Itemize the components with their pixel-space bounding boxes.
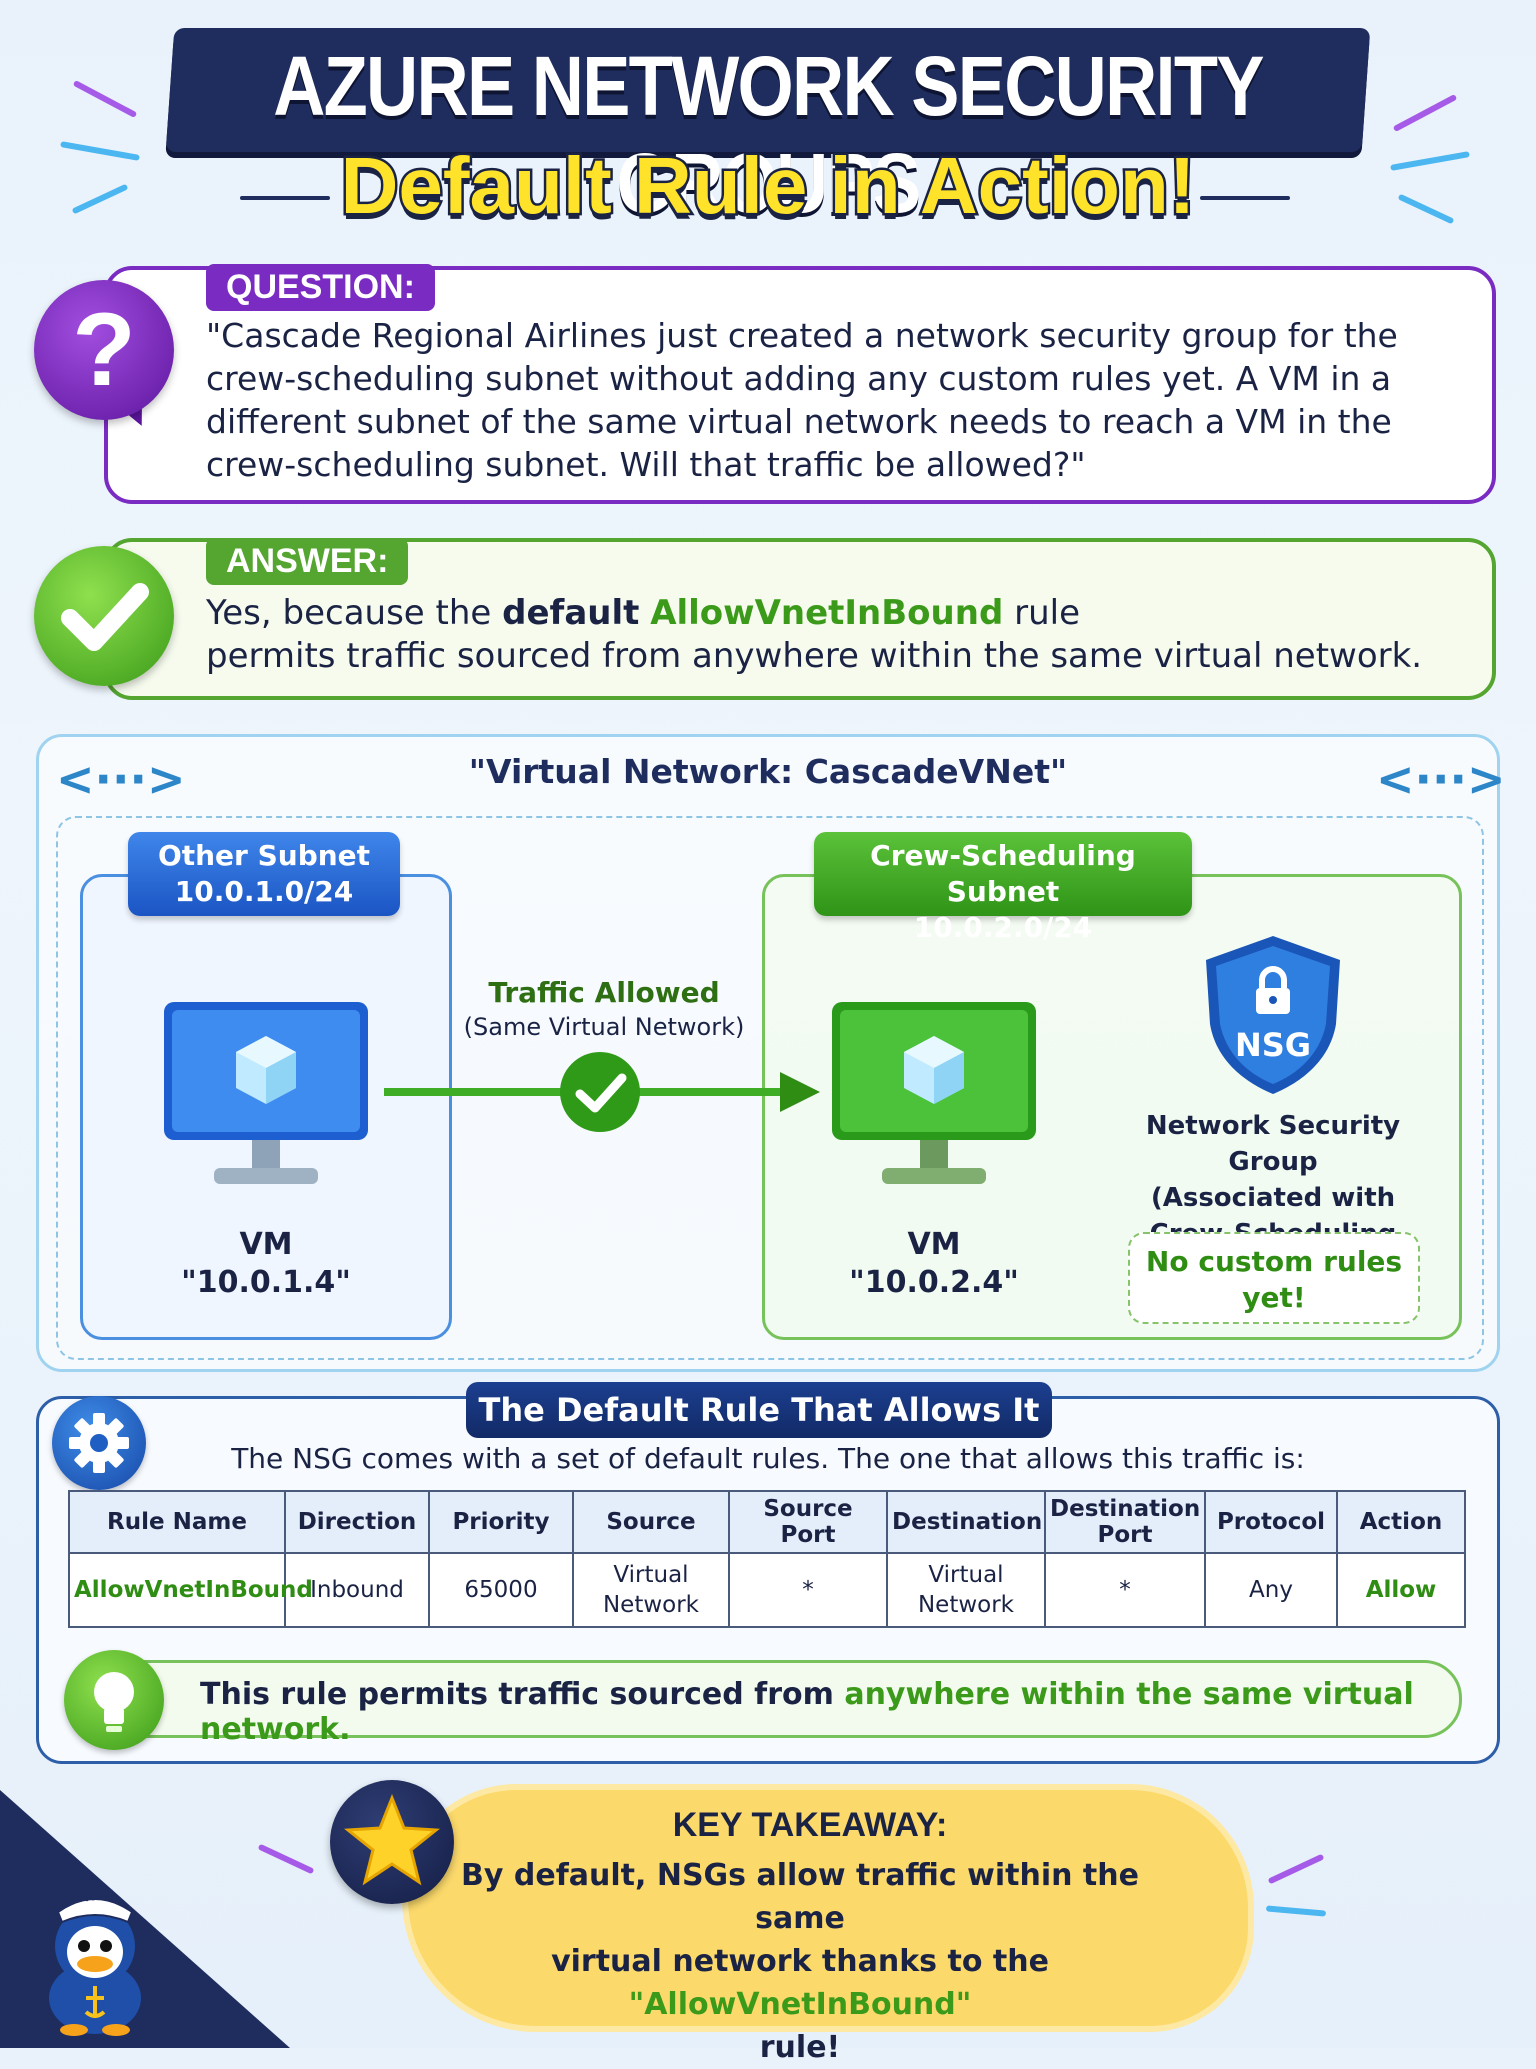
right-vm-name: VM (907, 1227, 961, 1262)
traffic-label: Traffic Allowed (Same Virtual Network) (462, 976, 746, 1041)
crew-subnet-name: Crew-Scheduling Subnet (870, 839, 1136, 908)
vnet-code-icon: <···> (1376, 752, 1506, 806)
nsg-caption-line: (Associated with (1150, 1183, 1396, 1213)
table-cell: * (1044, 1552, 1206, 1628)
other-subnet-tag: Other Subnet 10.0.1.0/24 (128, 832, 400, 916)
no-custom-rules-box: No custom rules yet! (1128, 1232, 1420, 1324)
spark-decoration (71, 183, 129, 215)
column-header: Destination (886, 1490, 1046, 1554)
right-vm-ip: "10.0.2.4" (849, 1265, 1019, 1300)
default-rule-title: The Default Rule That Allows It (466, 1382, 1052, 1438)
default-rule-intro: The NSG comes with a set of default rule… (231, 1442, 1305, 1475)
table-cell: 65000 (428, 1552, 574, 1628)
takeaway-card (408, 1790, 1248, 2026)
table-cell: Any (1204, 1552, 1338, 1628)
answer-rule-name: AllowVnetInBound (650, 593, 1004, 633)
left-vm-name: VM (239, 1227, 293, 1262)
table-header-row: Rule Name Direction Priority Source Sour… (68, 1490, 1466, 1554)
nsg-badge-text: NSG (1234, 1026, 1312, 1064)
nsg-caption-line: Network Security Group (1145, 1111, 1401, 1177)
page-subtitle: Default Rule in Action! (338, 139, 1198, 233)
spark-decoration (1397, 193, 1455, 225)
question-mark-icon: ? (34, 280, 174, 420)
column-header: Rule Name (68, 1490, 286, 1554)
vm-monitor-icon (832, 1002, 1036, 1184)
traffic-subtext: (Same Virtual Network) (463, 1013, 745, 1041)
table-cell: Inbound (284, 1552, 430, 1628)
table-cell: Virtual Network (572, 1552, 730, 1628)
other-subnet-cidr: 10.0.1.0/24 (174, 875, 354, 908)
corner-decoration (0, 1790, 290, 2048)
answer-lead: Yes, because the (206, 593, 503, 633)
left-vm-ip: "10.0.1.4" (181, 1265, 351, 1300)
answer-bold: default (502, 593, 640, 633)
table-cell: AllowVnetInBound (68, 1552, 313, 1628)
spark-decoration (1392, 93, 1458, 133)
answer-line2: permits traffic sourced from anywhere wi… (206, 636, 1423, 676)
star-icon (330, 1780, 454, 1904)
answer-text: Yes, because the default AllowVnetInBoun… (206, 592, 1476, 678)
duck-mascot-icon (49, 1898, 141, 2036)
column-header: Destination Port (1044, 1490, 1206, 1554)
answer-card (104, 538, 1496, 700)
check-circle-icon (34, 546, 174, 686)
column-header: Priority (428, 1490, 574, 1554)
no-custom-line: No custom rules (1145, 1245, 1403, 1278)
tip-card (70, 1660, 1462, 1738)
spark-decoration (240, 196, 330, 200)
spark-decoration (72, 79, 138, 119)
traffic-arrow (384, 1052, 820, 1132)
left-vm-label: VM "10.0.1.4" (156, 1226, 376, 1302)
table-cell: Allow (1336, 1552, 1466, 1628)
page-title: AZURE NETWORK SECURITY GROUPS (273, 39, 1264, 230)
traffic-allowed-text: Traffic Allowed (488, 976, 720, 1009)
gear-icon (52, 1396, 146, 1490)
tip-lead: This rule permits traffic sourced from (200, 1677, 845, 1712)
table-row: AllowVnetInBound Inbound 65000 Virtual N… (68, 1552, 1466, 1628)
rules-table: Rule Name Direction Priority Source Sour… (68, 1490, 1466, 1628)
tip-text: This rule permits traffic sourced from a… (200, 1677, 1450, 1747)
spark-decoration (1267, 1853, 1325, 1885)
takeaway-text: By default, NSGs allow traffic within th… (420, 1854, 1180, 2069)
vm-monitor-icon (164, 1002, 368, 1184)
table-cell: Virtual Network (886, 1552, 1046, 1628)
column-header: Action (1336, 1490, 1466, 1554)
table-cell: * (728, 1552, 888, 1628)
other-subnet-name: Other Subnet (157, 839, 371, 872)
nsg-shield-icon (1206, 936, 1340, 1094)
no-custom-line: yet! (1242, 1281, 1306, 1314)
spark-decoration (1200, 196, 1290, 200)
vnet-code-icon: <···> (56, 752, 186, 806)
tip-highlight: anywhere within the same virtual network… (200, 1677, 1414, 1747)
column-header: Source (572, 1490, 730, 1554)
column-header: Protocol (1204, 1490, 1338, 1554)
column-header: Direction (284, 1490, 430, 1554)
vnet-title: "Virtual Network: CascadeVNet" (468, 752, 1068, 791)
answer-label: ANSWER: (206, 538, 409, 585)
spark-decoration (60, 141, 140, 161)
takeaway-rule-name: "AllowVnetInBound" (628, 1987, 972, 2022)
crew-subnet-tag: Crew-Scheduling Subnet 10.0.2.0/24 (814, 832, 1192, 944)
takeaway-line2-lead: virtual network thanks to the (551, 1944, 1049, 1979)
crew-subnet-cidr: 10.0.2.0/24 (913, 911, 1093, 944)
spark-decoration (1390, 151, 1470, 171)
answer-tail: rule (1003, 593, 1080, 633)
lightbulb-icon (64, 1650, 164, 1750)
question-text: "Cascade Regional Airlines just created … (206, 316, 1398, 484)
column-header: Source Port (728, 1490, 888, 1554)
vnet-inner-boundary (56, 816, 1484, 1360)
spark-decoration (1265, 1905, 1327, 1917)
takeaway-line: By default, NSGs allow traffic within th… (461, 1858, 1139, 1936)
takeaway-line: virtual network thanks to the "AllowVnet… (420, 1940, 1180, 2026)
takeaway-title: KEY TAKEAWAY: (672, 1806, 948, 1844)
right-vm-label: VM "10.0.2.4" (824, 1226, 1044, 1302)
question-label: QUESTION: (206, 264, 435, 311)
